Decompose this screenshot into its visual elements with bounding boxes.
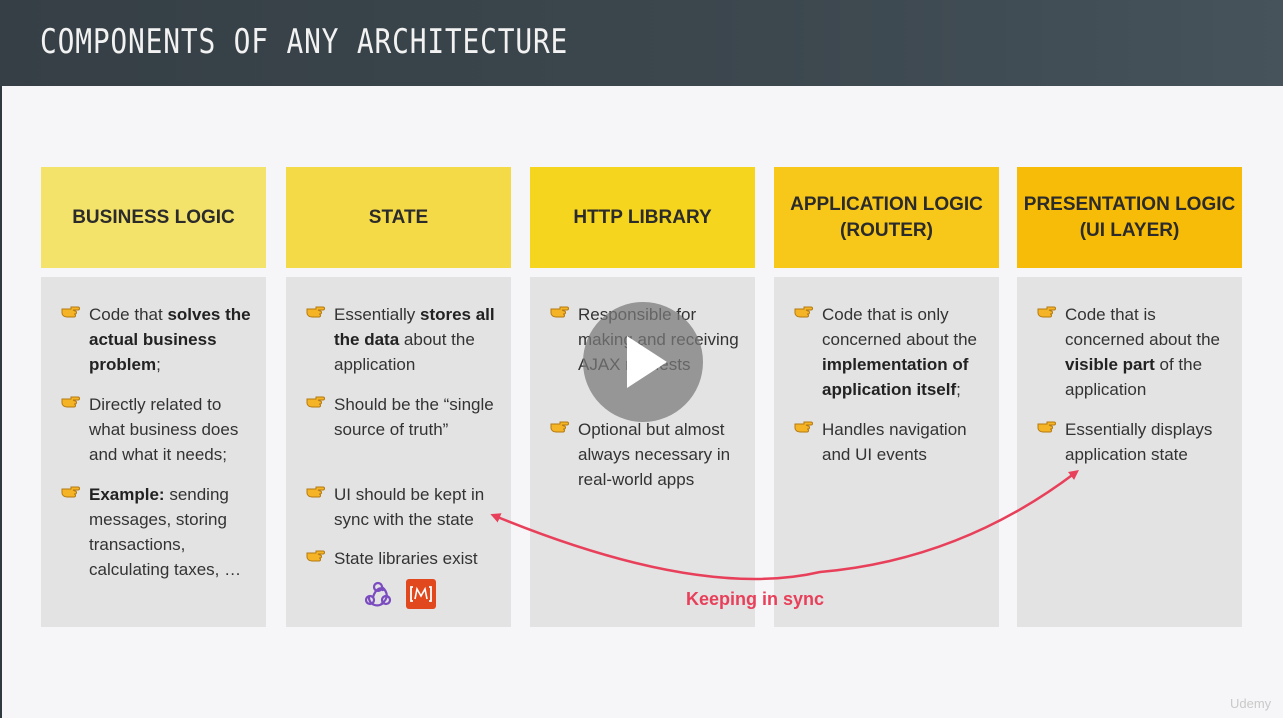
pointing-hand-icon bbox=[306, 485, 326, 499]
column-title: HTTP LIBRARY bbox=[573, 206, 712, 228]
bullet-text: Essentially stores all the data about th… bbox=[334, 305, 495, 374]
redux-logo-icon bbox=[364, 581, 392, 607]
pointing-hand-icon bbox=[61, 485, 81, 499]
slide-header: COMPONENTS OF ANY ARCHITECTURE bbox=[0, 0, 1283, 86]
column-body-state: Essentially stores all the data about th… bbox=[286, 277, 511, 627]
play-icon[interactable] bbox=[627, 336, 667, 388]
keeping-in-sync-label: Keeping in sync bbox=[686, 589, 825, 609]
bullet-text: Handles navigation and UI events bbox=[822, 420, 967, 464]
bullet-text: UI should be kept in sync with the state bbox=[334, 485, 485, 529]
pointing-hand-icon bbox=[550, 420, 570, 434]
column-header-http-library: HTTP LIBRARY bbox=[530, 167, 755, 268]
column-body-business-logic: Code that solves the actual business pro… bbox=[41, 277, 266, 627]
mobx-logo-icon bbox=[406, 579, 436, 609]
bullet-text: State libraries exist bbox=[334, 549, 478, 568]
column-title: STATE bbox=[368, 206, 429, 228]
pointing-hand-icon bbox=[550, 305, 570, 319]
pointing-hand-icon bbox=[794, 420, 814, 434]
column-title: APPLICATION LOGIC (ROUTER) bbox=[790, 193, 983, 241]
column-body-presentation-logic: Code that is concerned about the visible… bbox=[1017, 277, 1242, 627]
column-title: BUSINESS LOGIC bbox=[72, 206, 235, 228]
pointing-hand-icon bbox=[61, 305, 81, 319]
pointing-hand-icon bbox=[61, 395, 81, 409]
column-title: PRESENTATION LOGIC (UI LAYER) bbox=[1023, 193, 1236, 241]
column-header-presentation-logic: PRESENTATION LOGIC (UI LAYER) bbox=[1017, 167, 1242, 268]
pointing-hand-icon bbox=[306, 549, 326, 563]
column-header-state: STATE bbox=[286, 167, 511, 268]
pointing-hand-icon bbox=[306, 305, 326, 319]
bullet-text: Directly related to what business does a… bbox=[89, 395, 239, 464]
pointing-hand-icon bbox=[1037, 305, 1057, 319]
column-header-business-logic: BUSINESS LOGIC bbox=[41, 167, 266, 268]
slide-left-edge bbox=[0, 86, 2, 718]
bullet-text: Code that is only concerned about the im… bbox=[822, 305, 978, 399]
bullet-text: Code that is concerned about the visible… bbox=[1065, 305, 1221, 399]
pointing-hand-icon bbox=[306, 395, 326, 409]
pointing-hand-icon bbox=[1037, 420, 1057, 434]
column-header-application-logic: APPLICATION LOGIC (ROUTER) bbox=[774, 167, 999, 268]
bullet-text: Should be the “single source of truth” bbox=[334, 395, 494, 439]
column-body-application-logic: Code that is only concerned about the im… bbox=[774, 277, 999, 627]
bullet-text: Essentially displays application state bbox=[1065, 420, 1213, 464]
udemy-watermark: Udemy bbox=[1230, 696, 1272, 711]
bullet-text: Example: sending messages, storing trans… bbox=[89, 485, 242, 579]
state-library-logos bbox=[362, 578, 442, 609]
pointing-hand-icon bbox=[794, 305, 814, 319]
slide-title: COMPONENTS OF ANY ARCHITECTURE bbox=[40, 22, 569, 62]
bullet-text: Code that solves the actual business pro… bbox=[89, 305, 251, 374]
